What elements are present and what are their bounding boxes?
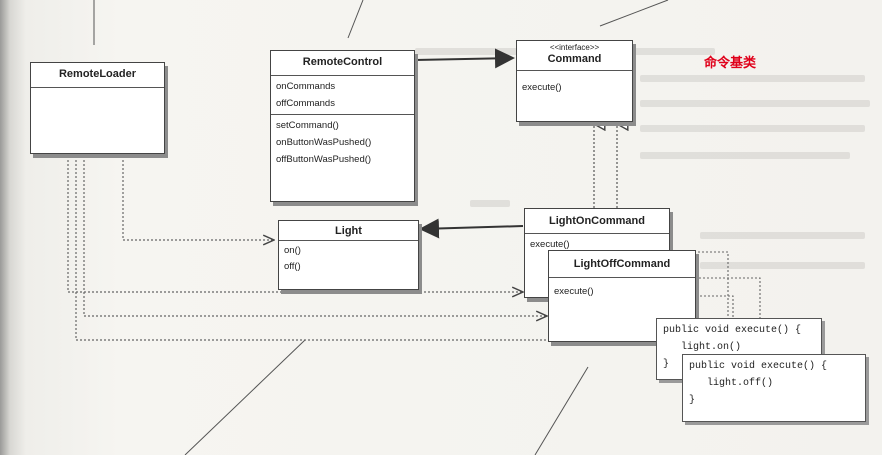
callout-line (184, 339, 306, 455)
class-body (31, 88, 164, 142)
background-text (640, 75, 865, 82)
method: off() (284, 261, 301, 272)
code-line: public void execute() { (689, 361, 828, 372)
methods-section: execute() (525, 234, 669, 255)
dependency-line (122, 152, 274, 240)
dependency-line (75, 152, 548, 341)
class-name: LightOnCommand (525, 209, 669, 234)
class-name: LightOffCommand (549, 251, 695, 278)
code-line: } (663, 359, 670, 370)
annotation-label: 命令基类 (704, 56, 757, 71)
remote-control-class: RemoteControl onCommands offCommands set… (270, 50, 415, 202)
association-arrow (414, 48, 515, 69)
stereotype: <<interface>> (549, 43, 600, 52)
background-text (470, 200, 510, 207)
background-text (700, 262, 865, 269)
class-header: <<interface>> Command (517, 41, 632, 71)
method: execute() (554, 286, 594, 297)
method: setCommand() (276, 120, 339, 131)
dependency-line (67, 152, 523, 292)
attribute: onCommands (276, 81, 336, 92)
off-execute-code-note: public void execute() { light.off()} (682, 354, 866, 422)
association-arrow (419, 218, 524, 239)
code-line: } (689, 395, 696, 406)
dependency-line (83, 152, 547, 316)
method: onButtonWasPushed() (276, 137, 372, 148)
code-line: public void execute() { (663, 325, 802, 336)
code-line: light.on() (663, 342, 742, 353)
callout-line (347, 0, 364, 39)
background-text (640, 100, 870, 107)
command-interface: <<interface>> Command execute() (516, 40, 633, 122)
note-link (695, 277, 761, 352)
light-class: Light on() off() (278, 220, 419, 290)
attribute: offCommands (276, 98, 335, 109)
attributes-section: onCommands offCommands (271, 76, 414, 115)
background-text (700, 232, 865, 239)
method: execute() (530, 239, 570, 250)
background-text (640, 125, 865, 132)
method: offButtonWasPushed() (276, 154, 372, 165)
code-line: light.off() (689, 378, 774, 389)
callout-line (534, 366, 589, 455)
background-text (640, 152, 850, 159)
methods-section: execute() (517, 71, 632, 98)
class-name: RemoteControl (271, 51, 414, 76)
class-name: RemoteLoader (31, 63, 164, 88)
method: execute() (522, 82, 562, 93)
class-name: Light (279, 221, 418, 241)
callout-line (599, 0, 669, 27)
method: on() (284, 245, 301, 256)
remote-loader-class: RemoteLoader (30, 62, 165, 154)
class-name: Command (547, 53, 602, 65)
methods-section: on() off() (279, 241, 418, 277)
methods-section: execute() (549, 278, 695, 302)
methods-section: setCommand() onButtonWasPushed() offButt… (271, 115, 414, 170)
note-link (700, 295, 734, 340)
